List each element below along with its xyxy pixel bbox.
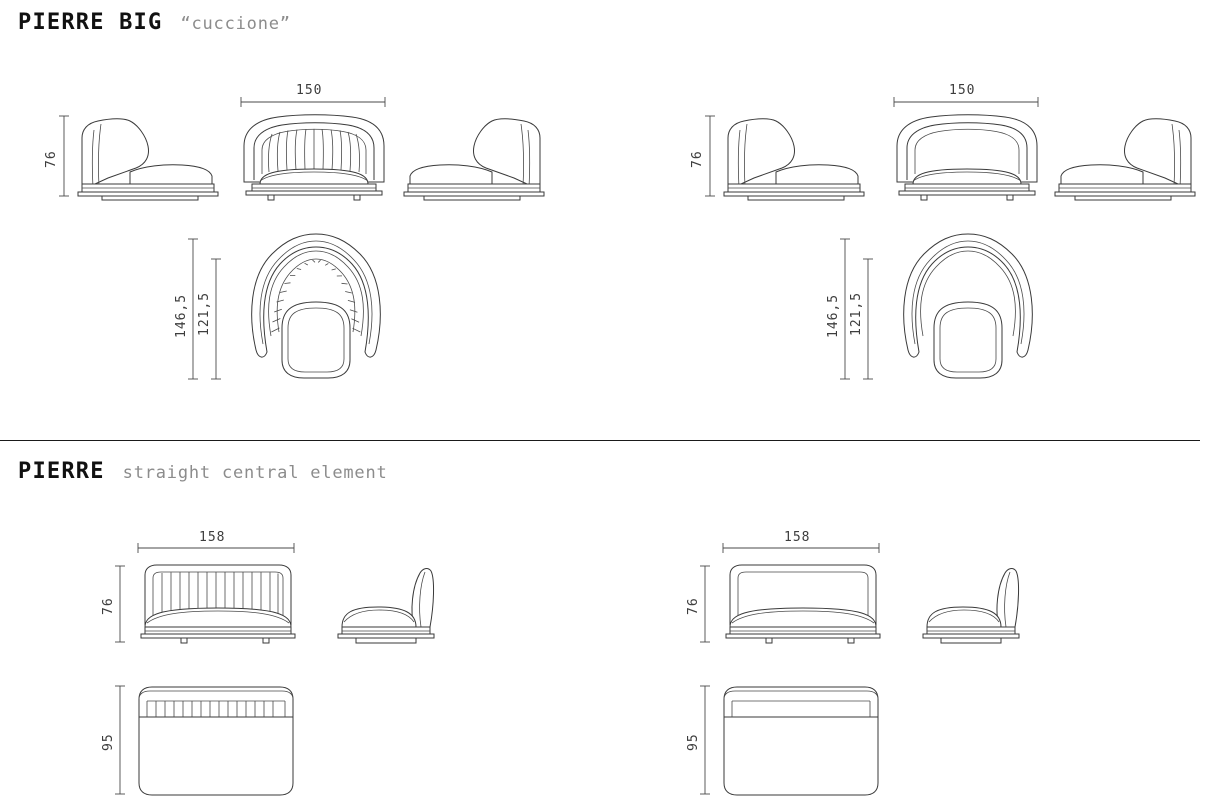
dimension-line-depth-right-straight — [698, 685, 712, 795]
view-plan-straight-channeled — [137, 685, 295, 797]
view-side-right-big-smooth — [1055, 112, 1205, 200]
dimension-line-depth-outer-left-big — [186, 238, 200, 380]
dimension-label-height: 76 — [101, 597, 116, 615]
view-plan-big-channeled — [238, 232, 394, 380]
section-divider — [0, 440, 1200, 441]
dimension-line-height-right-straight — [698, 565, 712, 643]
dimension-line-depth-inner-right-big — [861, 258, 875, 380]
dimension-label-height: 76 — [44, 150, 59, 168]
dimension-label-width: 158 — [784, 530, 811, 545]
dimension-line-width-left-big — [240, 96, 386, 108]
dimension-line-height-right-big — [703, 115, 717, 197]
dimension-line-height-left-big — [57, 115, 71, 197]
view-side-left-big-channeled — [68, 112, 218, 200]
section-title: PIERRE BIG — [18, 10, 163, 35]
section-title: PIERRE — [18, 459, 105, 484]
section-subtitle: “cuccione” — [180, 14, 291, 34]
dimension-line-height-left-straight — [113, 565, 127, 643]
dimension-line-width-right-straight — [722, 542, 880, 554]
dimension-label-depth-inner: 121,5 — [849, 291, 864, 336]
view-plan-straight-smooth — [722, 685, 880, 797]
dimension-label-depth-outer: 146,5 — [174, 293, 189, 338]
section-header-pierre-straight: PIERRE straight central element — [18, 459, 388, 484]
dimension-label-depth-inner: 121,5 — [197, 291, 212, 336]
view-side-right-big-channeled — [404, 112, 554, 200]
dimension-label-depth-outer: 146,5 — [826, 293, 841, 338]
dimension-line-depth-inner-left-big — [209, 258, 223, 380]
view-plan-big-smooth — [890, 232, 1046, 380]
dimension-line-depth-left-straight — [113, 685, 127, 795]
dimension-label-depth: 95 — [101, 733, 116, 751]
dimension-label-width: 158 — [199, 530, 226, 545]
view-front-straight-smooth — [722, 563, 884, 643]
view-side-straight-smooth — [921, 565, 1026, 643]
view-side-left-big-smooth — [714, 112, 864, 200]
section-subtitle: straight central element — [122, 463, 388, 483]
view-front-big-smooth — [891, 112, 1043, 200]
view-side-straight-channeled — [336, 565, 441, 643]
view-front-straight-channeled — [137, 563, 299, 643]
view-front-big-channeled — [238, 112, 390, 200]
dimension-line-width-left-straight — [137, 542, 295, 554]
dimension-label-height: 76 — [690, 150, 705, 168]
dimension-line-depth-outer-right-big — [838, 238, 852, 380]
dimension-label-width: 150 — [949, 83, 976, 98]
dimension-label-depth: 95 — [686, 733, 701, 751]
dimension-label-height: 76 — [686, 597, 701, 615]
dimension-label-width: 150 — [296, 83, 323, 98]
section-header-pierre-big: PIERRE BIG “cuccione” — [18, 10, 291, 35]
dimension-line-width-right-big — [893, 96, 1039, 108]
